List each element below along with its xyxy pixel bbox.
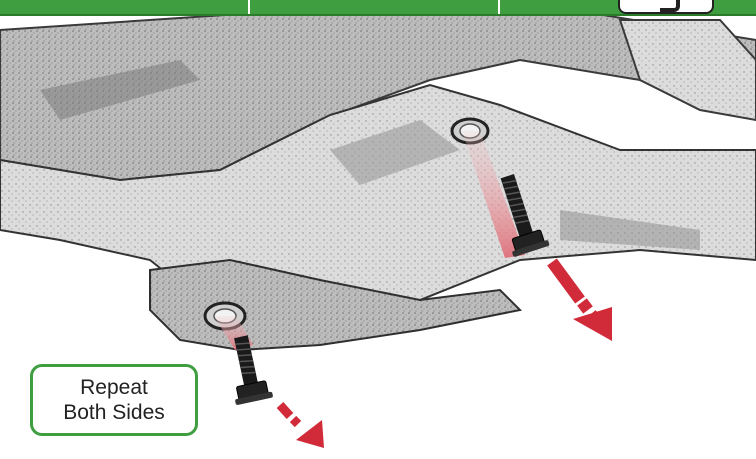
callout-line-2: Both Sides	[63, 400, 165, 425]
step-number-tab	[618, 0, 714, 14]
header-divider	[498, 0, 500, 14]
repeat-callout: Repeat Both Sides	[30, 364, 198, 436]
header-divider	[248, 0, 250, 14]
callout-line-1: Repeat	[80, 375, 148, 400]
step-glyph	[660, 0, 680, 12]
